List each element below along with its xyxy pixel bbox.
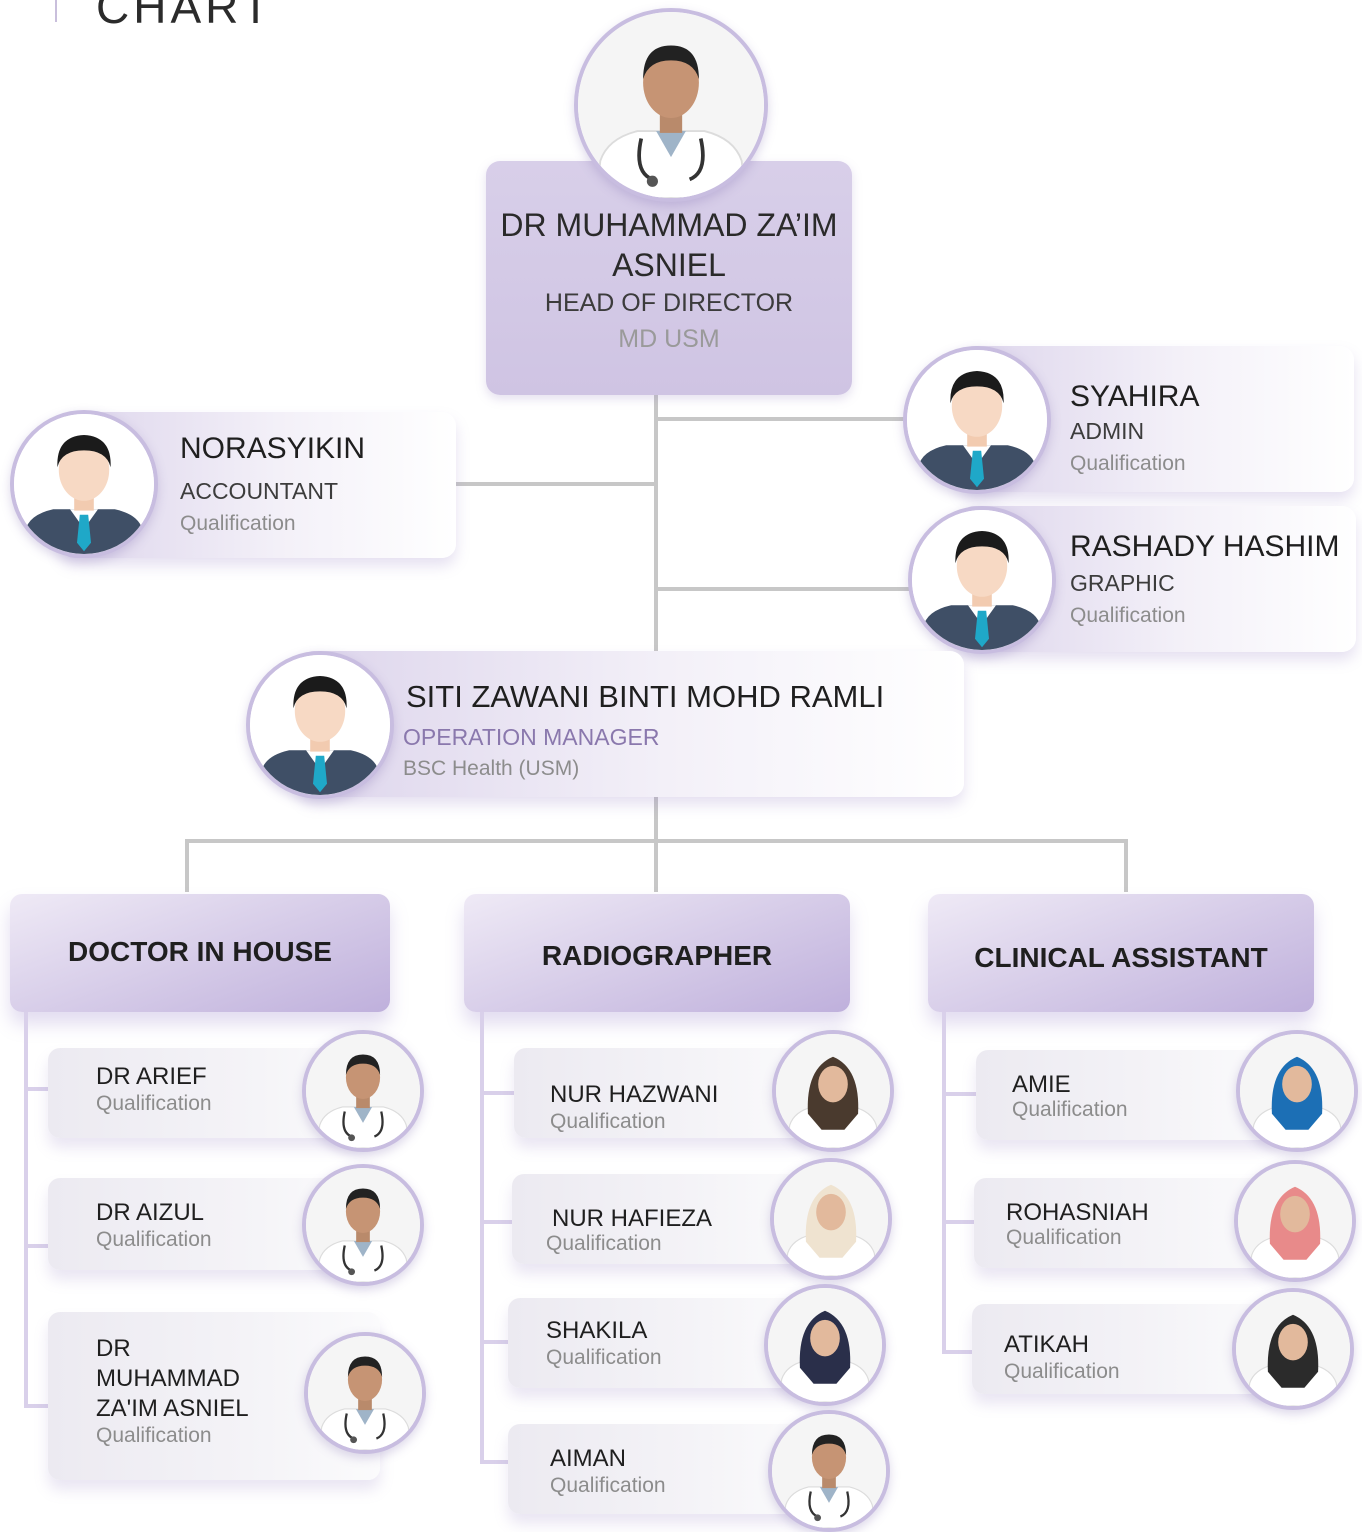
staff-card: DR MUHAMMAD ZA'IM ASNIEL Qualification	[48, 1312, 380, 1480]
branch-tick	[24, 1404, 50, 1408]
staff-name: AMIE	[1012, 1071, 1071, 1098]
branch-line-radiographer	[480, 1012, 484, 1464]
dept-label: CLINICAL ASSISTANT	[974, 942, 1268, 973]
dept-doctor-in-house: DOCTOR IN HOUSE	[10, 894, 390, 1012]
head-name: DR MUHAMMAD ZA’IM ASNIEL	[500, 207, 838, 283]
doctor-photo	[302, 1164, 424, 1286]
admin-role: ADMIN	[1070, 418, 1145, 444]
connector-trunk	[654, 395, 658, 653]
manager-card: SITI ZAWANI BINTI MOHD RAMLI OPERATION M…	[300, 651, 964, 797]
branch-tick	[480, 1460, 510, 1464]
graphic-name: RASHADY HASHIM	[1070, 530, 1340, 563]
staff-card: AMIE Qualification	[976, 1050, 1276, 1140]
page-title: CHART	[96, 0, 274, 33]
staff-card: NUR HAZWANI Qualification	[514, 1048, 814, 1138]
accountant-name: NORASYIKIN	[180, 432, 366, 465]
staff-qualification: Qualification	[96, 1092, 212, 1115]
hijab-staff-photo	[1232, 1288, 1354, 1410]
branch-tick	[942, 1350, 972, 1354]
staff-card: NUR HAFIEZA Qualification	[512, 1174, 812, 1264]
staff-name: ATIKAH	[1004, 1331, 1089, 1358]
accountant-qualification: Qualification	[180, 512, 296, 535]
staff-photo	[768, 1410, 890, 1532]
male-avatar-icon	[246, 651, 394, 799]
admin-name: SYAHIRA	[1070, 380, 1200, 413]
staff-qualification: Qualification	[550, 1474, 666, 1497]
hijab-staff-photo	[1236, 1030, 1358, 1152]
hijab-staff-photo	[772, 1030, 894, 1152]
dept-label: RADIOGRAPHER	[541, 940, 773, 971]
staff-qualification: Qualification	[1004, 1360, 1120, 1383]
connector-dept-doctor	[185, 839, 189, 892]
connector-accountant	[455, 482, 656, 486]
branch-tick	[480, 1091, 514, 1095]
head-photo	[574, 8, 768, 202]
manager-role: OPERATION MANAGER	[403, 724, 660, 750]
hijab-staff-photo	[764, 1284, 886, 1406]
branch-tick	[942, 1220, 976, 1224]
connector-admin	[656, 417, 904, 421]
branch-tick	[480, 1220, 514, 1224]
hijab-staff-photo	[770, 1158, 892, 1280]
staff-name: SHAKILA	[546, 1317, 648, 1344]
branch-line-clinical	[942, 1012, 946, 1354]
admin-qualification: Qualification	[1070, 452, 1186, 475]
connector-departments	[185, 839, 1128, 843]
graphic-role: GRAPHIC	[1070, 570, 1175, 596]
staff-card: ATIKAH Qualification	[972, 1304, 1272, 1394]
connector-dept-clinical	[1124, 839, 1128, 892]
staff-card: ROHASNIAH Qualification	[974, 1178, 1274, 1268]
staff-name: AIMAN	[550, 1445, 627, 1472]
staff-qualification: Qualification	[1006, 1226, 1122, 1249]
manager-qualification: BSC Health (USM)	[403, 757, 580, 780]
dept-label: DOCTOR IN HOUSE	[68, 936, 332, 967]
branch-tick	[942, 1092, 978, 1096]
branch-tick	[24, 1087, 50, 1091]
staff-qualification: Qualification	[1012, 1098, 1128, 1121]
hijab-staff-photo	[1234, 1160, 1356, 1282]
staff-card: AIMAN Qualification	[508, 1424, 808, 1514]
dept-clinical-assistant: CLINICAL ASSISTANT	[928, 894, 1314, 1012]
accountant-role: ACCOUNTANT	[180, 478, 339, 504]
male-avatar-icon	[903, 346, 1051, 494]
male-avatar-icon	[908, 506, 1056, 654]
staff-name: NUR HAFIEZA	[552, 1205, 713, 1232]
doctor-photo	[302, 1030, 424, 1152]
dept-radiographer: RADIOGRAPHER	[464, 894, 850, 1012]
graphic-qualification: Qualification	[1070, 604, 1186, 627]
branch-tick	[24, 1244, 50, 1248]
staff-name: ROHASNIAH	[1006, 1199, 1149, 1226]
staff-card: SHAKILA Qualification	[508, 1298, 808, 1388]
doctor-photo	[304, 1332, 426, 1454]
staff-name: NUR HAZWANI	[550, 1081, 719, 1108]
branch-line-doctor	[24, 1012, 28, 1408]
manager-name: SITI ZAWANI BINTI MOHD RAMLI	[406, 679, 885, 714]
staff-name: DR MUHAMMAD ZA'IM ASNIEL	[96, 1335, 249, 1422]
connector-manager-down	[654, 797, 658, 892]
staff-name: DR AIZUL	[96, 1199, 205, 1226]
branch-tick	[480, 1340, 510, 1344]
male-avatar-icon	[10, 410, 158, 558]
staff-qualification: Qualification	[550, 1110, 666, 1133]
staff-qualification: Qualification	[96, 1424, 212, 1447]
title-accent-bar	[55, 0, 57, 22]
staff-qualification: Qualification	[546, 1346, 662, 1369]
staff-name: DR ARIEF	[96, 1063, 207, 1090]
staff-qualification: Qualification	[546, 1232, 662, 1255]
head-qualification: MD USM	[618, 325, 720, 353]
staff-qualification: Qualification	[96, 1228, 212, 1251]
connector-graphic	[656, 587, 910, 591]
head-role: HEAD OF DIRECTOR	[544, 289, 794, 317]
